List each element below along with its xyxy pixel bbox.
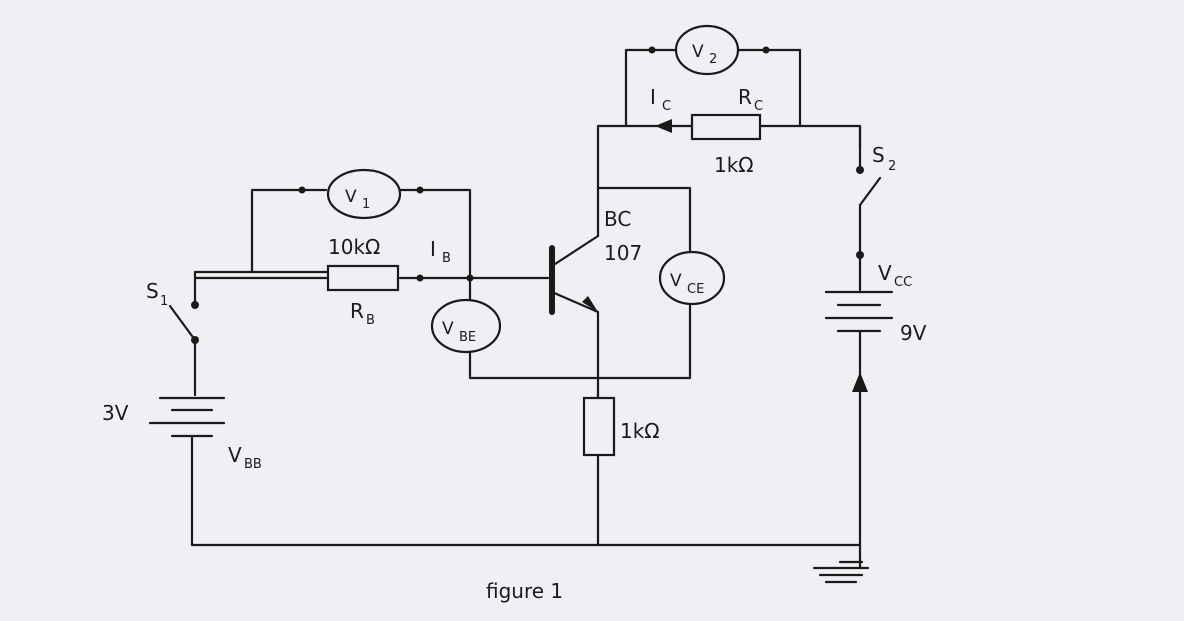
s1-terminal-top xyxy=(191,301,199,309)
re-resistor xyxy=(582,396,616,457)
vcc-arrow xyxy=(852,372,868,392)
vbe-voltmeter: V BE xyxy=(430,298,502,354)
s2-label: S xyxy=(872,143,885,167)
vcc-name-sub: CC xyxy=(894,275,912,290)
v1-label: V xyxy=(345,187,357,207)
re-value: 1kΩ xyxy=(620,419,660,443)
v2-bridge-wire xyxy=(624,48,802,128)
vbb-name-sub: BB xyxy=(244,457,262,472)
vbb-battery xyxy=(148,396,226,438)
collector-wire xyxy=(596,124,862,238)
figure-caption: figure 1 xyxy=(486,579,563,603)
ic-arrow xyxy=(655,119,672,133)
vce-sub: CE xyxy=(687,282,704,297)
rb-name: R xyxy=(350,299,364,323)
bc107-transistor xyxy=(549,234,600,315)
s1-sub: 1 xyxy=(160,294,168,309)
v2-sub: 2 xyxy=(709,52,717,67)
junction-dots xyxy=(298,46,770,282)
ic-sub: C xyxy=(662,99,671,114)
vbe-label: V xyxy=(442,319,454,339)
s2-switch-blade xyxy=(858,176,882,207)
ib-sub: B xyxy=(442,251,451,266)
vce-voltmeter: V CE xyxy=(658,250,726,306)
transistor-label-line1: BC xyxy=(604,207,631,231)
vcc-name: V xyxy=(878,261,892,285)
vcc-value: 9V xyxy=(900,321,927,345)
base-wire xyxy=(193,270,550,305)
s1-switch-blade xyxy=(168,304,197,342)
s2-sub: 2 xyxy=(888,159,896,174)
ib-label: I xyxy=(430,237,436,261)
v2-label: V xyxy=(692,42,704,62)
rc-resistor xyxy=(690,113,762,141)
rb-name-sub: B xyxy=(366,313,375,328)
v1-sub: 1 xyxy=(362,197,370,212)
vbb-name: V xyxy=(228,443,242,467)
ground-symbol xyxy=(812,543,870,584)
transistor-label-line2: 107 xyxy=(604,241,642,265)
vbe-wire xyxy=(468,186,692,380)
rb-value: 10kΩ xyxy=(328,235,380,259)
v2-voltmeter: V 2 xyxy=(674,24,740,76)
rc-name-sub: C xyxy=(754,99,763,114)
s1-label: S xyxy=(146,279,159,303)
vcc-battery xyxy=(824,290,894,333)
v1-voltmeter: V 1 xyxy=(326,168,402,220)
ic-label: I xyxy=(650,85,656,109)
vbb-value: 3V xyxy=(102,401,129,425)
rc-name: R xyxy=(738,85,752,109)
rc-value: 1kΩ xyxy=(714,153,754,177)
rb-resistor xyxy=(326,264,400,292)
vbe-sub: BE xyxy=(459,330,476,345)
vce-label: V xyxy=(670,271,682,291)
